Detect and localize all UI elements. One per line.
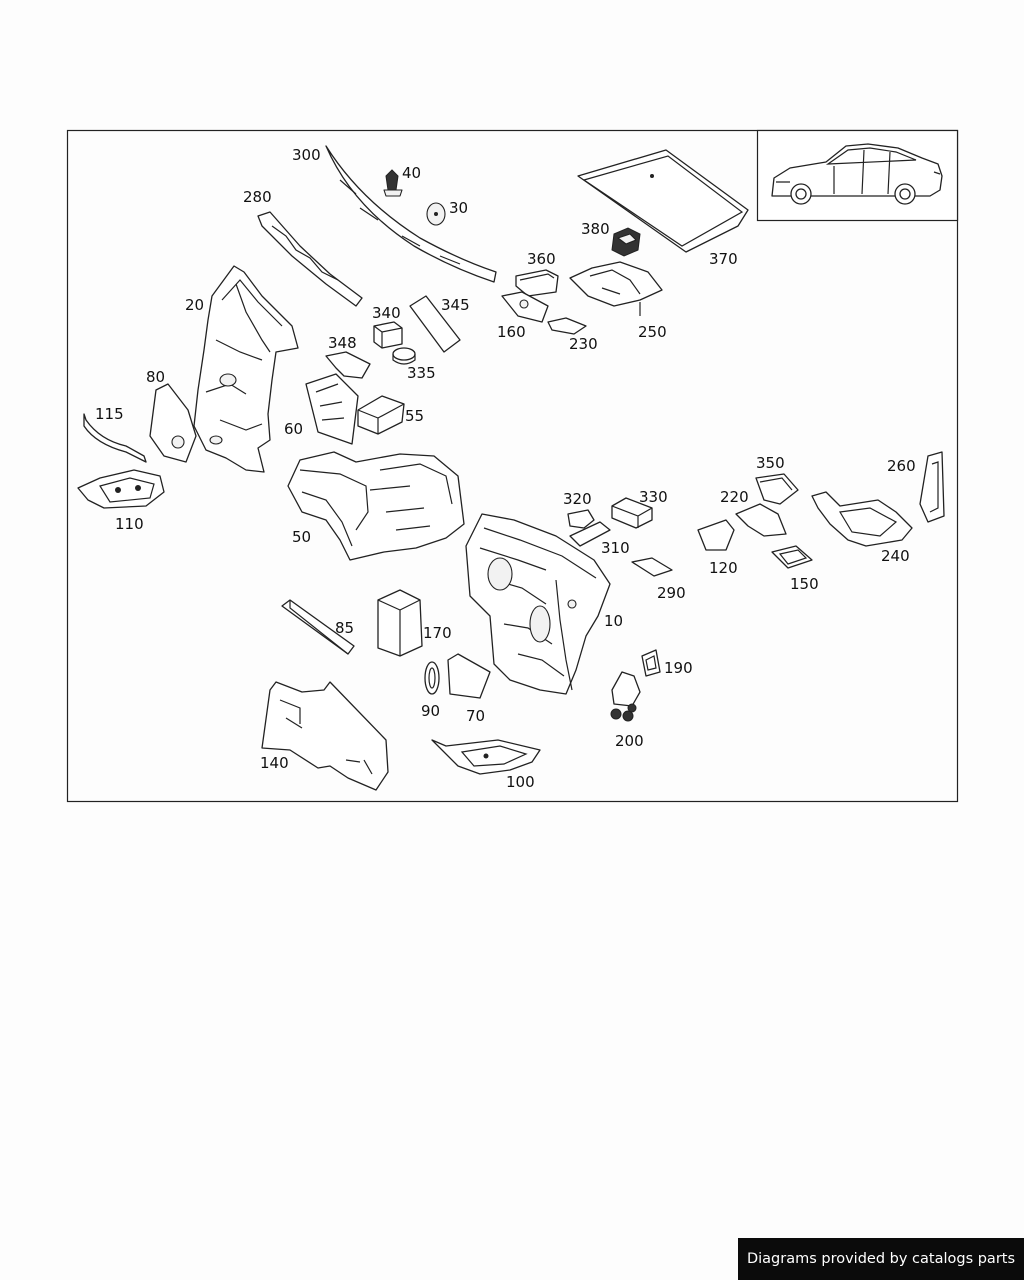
part-370 (577, 149, 749, 253)
callout-10: 10 (604, 612, 623, 630)
part-300 (325, 145, 497, 283)
part-250 (569, 261, 663, 316)
callout-290: 290 (657, 584, 686, 602)
callout-90: 90 (421, 702, 440, 720)
callout-250: 250 (638, 323, 667, 341)
callout-labels: 300 40 30 280 380 370 360 340 345 20 160… (95, 146, 916, 791)
part-30 (426, 202, 446, 226)
part-348 (325, 351, 371, 379)
part-60 (305, 373, 359, 445)
callout-348: 348 (328, 334, 357, 352)
part-20 (193, 265, 299, 473)
callout-20: 20 (185, 296, 204, 314)
callout-50: 50 (292, 528, 311, 546)
part-200 (610, 671, 641, 722)
callout-140: 140 (260, 754, 289, 772)
part-190 (641, 649, 661, 677)
callout-170: 170 (423, 624, 452, 642)
part-150 (771, 545, 813, 569)
part-115 (83, 413, 147, 463)
part-40 (383, 169, 403, 197)
part-85 (281, 599, 355, 655)
callout-70: 70 (466, 707, 485, 725)
part-50 (287, 451, 465, 561)
callout-310: 310 (601, 539, 630, 557)
callout-370: 370 (709, 250, 738, 268)
part-80 (149, 383, 197, 463)
callout-220: 220 (720, 488, 749, 506)
callout-335: 335 (407, 364, 436, 382)
part-160 (501, 291, 549, 323)
callout-150: 150 (790, 575, 819, 593)
callout-190: 190 (664, 659, 693, 677)
callout-200: 200 (615, 732, 644, 750)
callout-230: 230 (569, 335, 598, 353)
callout-260: 260 (887, 457, 916, 475)
callout-360: 360 (527, 250, 556, 268)
part-290 (631, 557, 673, 577)
callout-115: 115 (95, 405, 124, 423)
part-100 (431, 739, 541, 775)
part-110 (77, 469, 165, 509)
part-350 (755, 473, 799, 505)
part-90 (424, 661, 440, 695)
callout-80: 80 (146, 368, 165, 386)
part-320 (567, 509, 595, 529)
callout-340: 340 (372, 304, 401, 322)
callout-110: 110 (115, 515, 144, 533)
callout-160: 160 (497, 323, 526, 341)
callout-40: 40 (402, 164, 421, 182)
callout-100: 100 (506, 773, 535, 791)
callout-30: 30 (449, 199, 468, 217)
vehicle-thumbnail-icon (771, 143, 943, 205)
part-340 (373, 321, 403, 349)
part-55 (357, 395, 405, 435)
part-140 (261, 681, 389, 791)
part-345 (409, 295, 461, 353)
callout-240: 240 (881, 547, 910, 565)
callout-60: 60 (284, 420, 303, 438)
part-330 (611, 497, 653, 529)
part-360 (515, 269, 559, 297)
part-10 (465, 513, 611, 695)
callout-120: 120 (709, 559, 738, 577)
credit-text: Diagrams provided by catalogs parts (746, 1251, 1016, 1267)
part-70 (447, 653, 491, 699)
part-240 (811, 491, 913, 547)
part-230 (547, 317, 587, 335)
callout-380: 380 (581, 220, 610, 238)
callout-85: 85 (335, 619, 354, 637)
part-170 (377, 589, 423, 657)
callout-345: 345 (441, 296, 470, 314)
part-260 (919, 451, 945, 523)
credit-banner: Diagrams provided by catalogs parts (738, 1238, 1024, 1280)
callout-280: 280 (243, 188, 272, 206)
callout-300: 300 (292, 146, 321, 164)
diagram-frame (66, 129, 959, 803)
callout-350: 350 (756, 454, 785, 472)
callout-55: 55 (405, 407, 424, 425)
part-120 (697, 519, 735, 551)
callout-330: 330 (639, 488, 668, 506)
part-310 (569, 521, 611, 547)
part-220 (735, 503, 787, 537)
part-335 (392, 347, 416, 365)
part-380 (611, 227, 641, 257)
callout-320: 320 (563, 490, 592, 508)
part-280 (257, 211, 363, 307)
